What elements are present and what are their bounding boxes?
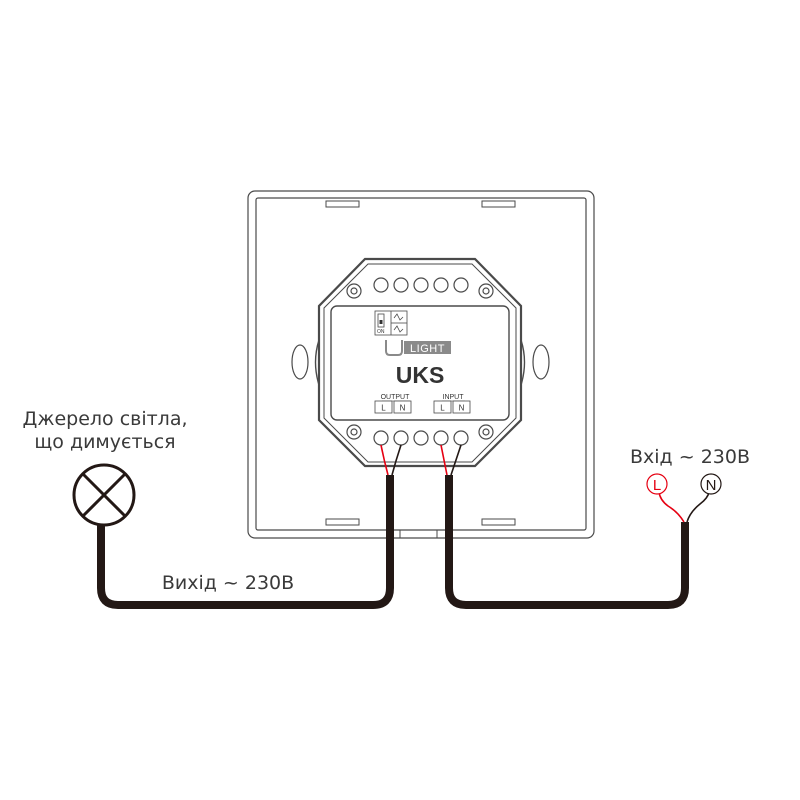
input-voltage-label: Вхід ~ 230В [630,446,750,468]
uks-module: ON LIGHT UKS OUTPUT L N INPUT L N [314,257,526,468]
input-cable [445,475,689,609]
input-wire-split [658,491,710,523]
output-voltage-label: Вихід ~ 230В [162,572,294,594]
output-l-terminal: L [381,404,386,413]
model-name: UKS [396,362,445,388]
dip-on-label: ON [377,329,385,335]
ulight-logo: LIGHT [385,340,451,356]
input-l-terminal: L [440,404,445,413]
input-n-terminal: N [459,404,465,413]
svg-text:L: L [653,477,661,494]
output-label: OUTPUT [381,394,411,401]
input-terminal-l: L [646,473,668,495]
module-wire-tails [380,444,462,476]
output-n-terminal: N [400,404,406,413]
lamp-cross-circle-icon [72,463,136,527]
input-terminal-n: N [700,473,722,495]
brand-light-text: LIGHT [410,343,445,355]
corner-bosses [346,283,494,440]
left-mount-slot [291,344,309,380]
top-terminal-screws [373,277,469,293]
wall-plate [247,190,595,539]
input-label: INPUT [443,394,465,401]
lamp-label-line2: що димується [34,431,175,453]
lamp-label-line1: Джерело світла, [22,408,187,430]
wave-icon [393,325,404,333]
svg-text:N: N [706,477,717,494]
right-mount-slot [532,344,550,380]
output-cable [97,475,394,609]
dip-switch [374,310,408,336]
wave-icon [393,313,404,321]
